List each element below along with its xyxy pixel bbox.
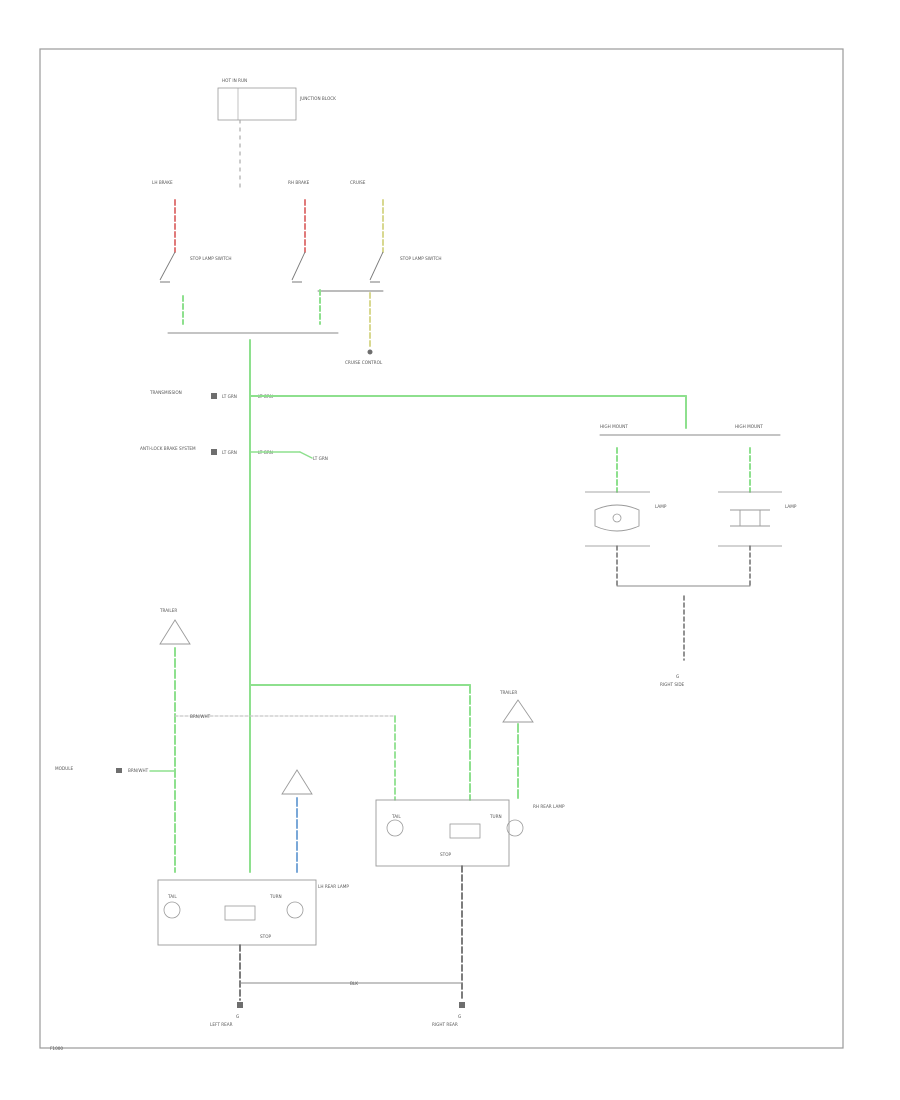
ground-right-g: G: [458, 1014, 461, 1019]
bottom-wire-label: BLK: [350, 981, 358, 986]
lamp-left-label: LAMP: [655, 504, 667, 509]
trailer-connector-right: TRAILER: [499, 690, 534, 723]
corner-code: F1000: [50, 1046, 63, 1051]
diagram-frame: [39, 48, 844, 1049]
ground-left-terminal: [237, 1002, 243, 1008]
rh-stop-label: STOP: [440, 852, 452, 857]
wire-abs-angle: [299, 451, 313, 459]
module-left-connector: [116, 768, 122, 773]
module-left-label: MODULE: [55, 766, 74, 771]
abs-junction: ANTI-LOCK BRAKE SYSTEM LT GRN LT GRN: [140, 446, 273, 455]
ground-right-note2: RIGHT REAR: [432, 1022, 458, 1027]
rh-tail-label: TAIL: [391, 814, 401, 819]
g-ground-right-label: G: [676, 674, 679, 679]
rh-turn-label: TURN: [489, 814, 502, 819]
trailer-connector-left: TRAILER: [159, 608, 191, 645]
ground-left-note: LEFT REAR: [210, 1022, 233, 1027]
stop-switch-label-1: STOP LAMP SWITCH: [190, 256, 232, 261]
ground-right-note: RIGHT SIDE: [660, 682, 685, 687]
ground-right-terminal: [459, 1002, 465, 1008]
ground-left-g: G: [236, 1014, 239, 1019]
cruise-label: CRUISE: [350, 180, 366, 185]
right-stop-label: RH BRAKE: [288, 180, 310, 185]
stop-switch-contacts: [159, 251, 384, 283]
fuse-block: HOT IN RUN JUNCTION BLOCK: [217, 78, 336, 121]
fuse-block-detail: JUNCTION BLOCK: [299, 96, 336, 101]
wire-brn-label: BRN/WHT: [128, 768, 149, 773]
wire-brn2-label: BRN/WHT: [190, 714, 211, 719]
trailer-right-label: TRAILER: [499, 690, 517, 695]
wire-code-3: LT GRN: [222, 450, 237, 455]
cruise-module-label: CRUISE CONTROL: [345, 360, 383, 365]
left-stop-label: LH BRAKE: [152, 180, 173, 185]
abs-label: ANTI-LOCK BRAKE SYSTEM: [140, 446, 196, 451]
hml-lamp-right: LAMP: [718, 491, 797, 547]
lh-stop-label: STOP: [260, 934, 272, 939]
stop-switch-label-2: STOP LAMP SWITCH: [400, 256, 442, 261]
lh-rear-lamp-label: LH REAR LAMP: [318, 884, 349, 889]
rh-rear-lamp-label: RH REAR LAMP: [533, 804, 565, 809]
lh-rear-lamp: TAIL TURN STOP LH REAR LAMP: [157, 879, 349, 946]
trans-label: TRANSMISSION: [149, 390, 182, 395]
lh-tail-label: TAIL: [167, 894, 177, 899]
trailer-left-label: TRAILER: [159, 608, 177, 613]
cruise-connector-dot: [367, 349, 373, 355]
high-mount-left-label: HIGH MOUNT: [600, 424, 628, 429]
wire-code-1: LT GRN: [222, 394, 237, 399]
trans-junction: TRANSMISSION LT GRN LT GRN: [149, 390, 273, 399]
lh-turn-label: TURN: [269, 894, 282, 899]
hml-lamp-left: LAMP: [585, 491, 667, 547]
blue-triangle-connector: [281, 769, 313, 795]
fuse-block-title: HOT IN RUN: [222, 78, 247, 83]
rh-rear-lamp: TAIL TURN STOP RH REAR LAMP: [375, 799, 565, 867]
ltgrn-branch-label: LT GRN: [313, 456, 328, 461]
lamp-right-label: LAMP: [785, 504, 797, 509]
high-mount-right-label: HIGH MOUNT: [735, 424, 763, 429]
